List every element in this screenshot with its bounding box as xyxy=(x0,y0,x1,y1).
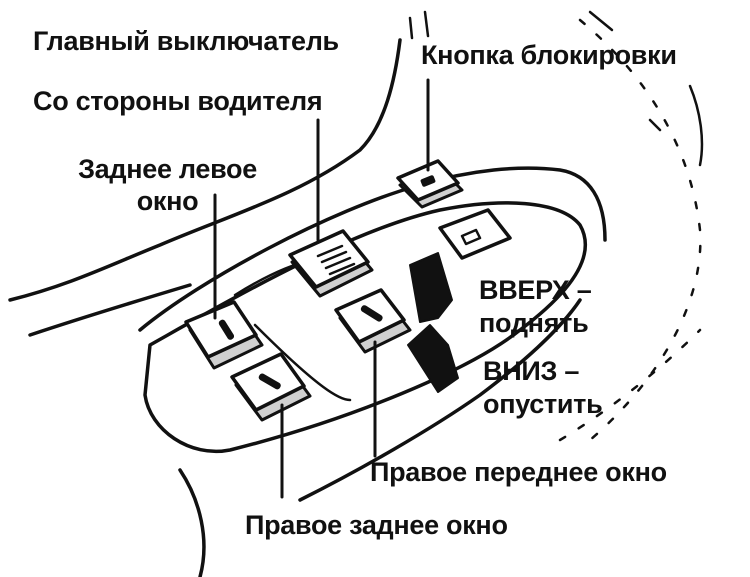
panel-mid-line xyxy=(253,323,352,402)
door-far-stroke xyxy=(648,118,662,132)
label-down-line1: ВНИЗ – xyxy=(483,356,580,386)
label-up-line1: ВВЕРХ – xyxy=(479,275,592,305)
armrest-right-curve xyxy=(298,298,582,502)
label-up-line2: поднять xyxy=(479,308,589,338)
lock-pad xyxy=(438,208,512,260)
label-rear-left-window-line1: Заднее левое xyxy=(78,154,257,184)
label-main-switch: Главный выключатель xyxy=(33,26,339,56)
right-rear-window-switch xyxy=(230,352,312,422)
right-front-window-switch xyxy=(334,288,412,354)
armrest-lower-curve xyxy=(178,468,206,577)
door-dashed-arc xyxy=(578,18,702,442)
door-right-stroke xyxy=(688,84,704,167)
label-driver-side: Со стороны водителя xyxy=(33,86,323,116)
label-right-front-window: Правое переднее окно xyxy=(370,457,667,487)
door-trim-upper-line xyxy=(8,38,402,302)
label-rear-left-window-line2: окно xyxy=(136,186,199,216)
driver-window-switch xyxy=(288,229,374,298)
door-edge-stroke-2 xyxy=(423,10,430,38)
label-lock-button: Кнопка блокировки xyxy=(421,40,677,70)
rear-left-window-switch xyxy=(184,300,264,370)
door-corner-stroke xyxy=(588,10,614,32)
down-rocker-tab xyxy=(407,324,459,393)
door-trim-inner-line xyxy=(28,283,192,337)
lock-button xyxy=(396,159,464,209)
door-edge-stroke xyxy=(408,16,414,40)
label-down-line2: опустить xyxy=(483,389,603,419)
lower-dashed-line xyxy=(558,328,702,442)
switch-panel-outline xyxy=(143,201,587,454)
label-right-rear-window: Правое заднее окно xyxy=(245,510,508,540)
up-rocker-tab xyxy=(409,252,453,323)
